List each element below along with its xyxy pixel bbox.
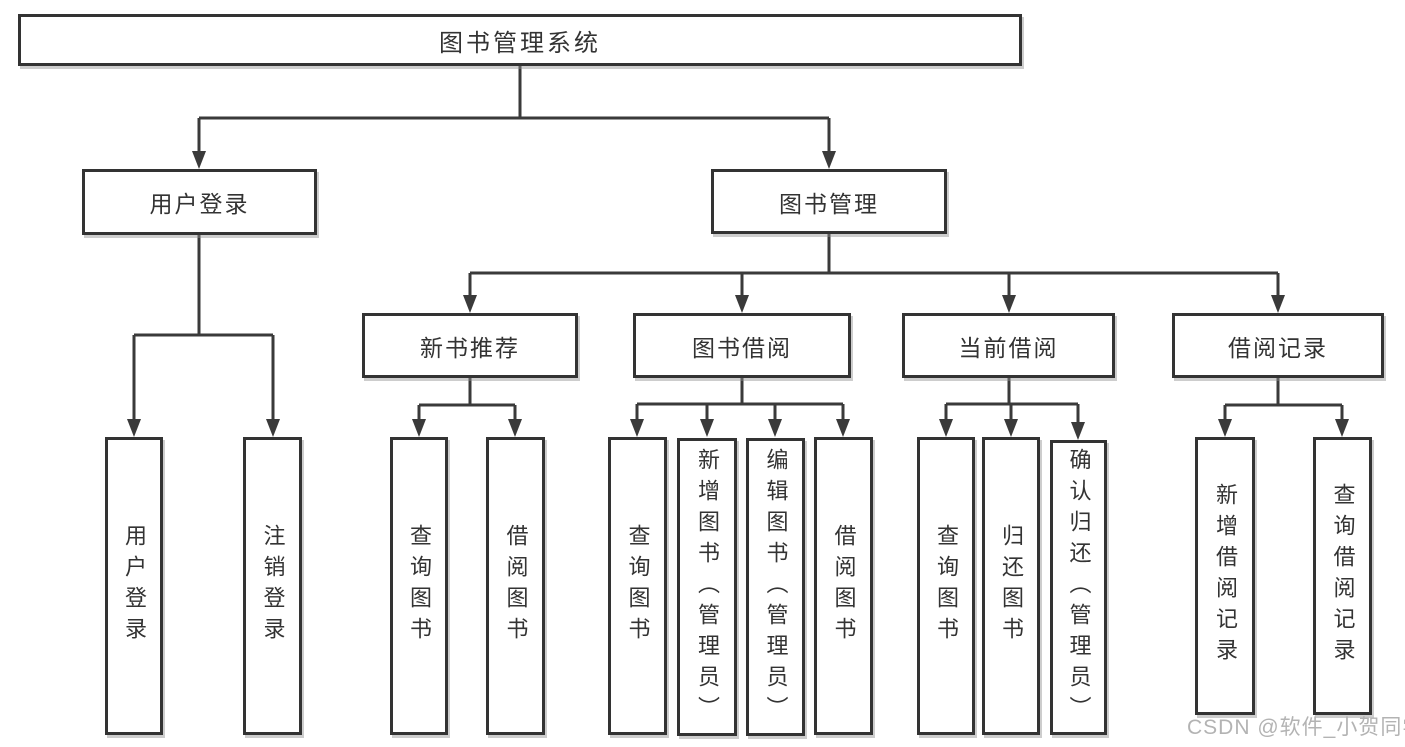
node-user-login: 用户登录: [82, 169, 317, 235]
arrow-down-icon: [768, 419, 782, 437]
arrow-down-icon: [1218, 419, 1232, 437]
leaf-label: 编辑图书（管理员）: [763, 447, 789, 727]
connector-user-login: [132, 235, 275, 421]
node-root: 图书管理系统: [18, 14, 1022, 66]
leaf-current-query-books: 查询图书: [917, 437, 975, 735]
node-book-management: 图书管理: [711, 169, 947, 234]
leaf-user-login: 用户登录: [105, 437, 163, 735]
leaf-current-confirm-return-admin: 确认归还（管理员）: [1050, 440, 1107, 735]
arrow-down-icon: [630, 419, 644, 437]
node-book-borrow: 图书借阅: [633, 313, 851, 378]
leaf-current-return-books: 归还图书: [982, 437, 1040, 735]
arrow-heads: [127, 151, 1349, 440]
arrow-down-icon: [1071, 422, 1085, 440]
leaf-label: 确认归还（管理员）: [1066, 448, 1092, 727]
node-current-borrow: 当前借阅: [902, 313, 1115, 378]
connector-new-book-recommend: [417, 378, 517, 421]
leaf-recommend-borrow-books: 借阅图书: [486, 437, 545, 735]
arrow-down-icon: [1002, 295, 1016, 313]
leaf-label: 查询图书: [625, 524, 651, 648]
leaf-label: 新增借阅记录: [1213, 483, 1238, 669]
leaf-label: 查询图书: [407, 524, 432, 648]
leaf-logout: 注销登录: [243, 437, 302, 735]
leaf-label: 借阅图书: [503, 524, 529, 648]
leaf-recommend-query-books: 查询图书: [390, 437, 448, 735]
arrow-down-icon: [1335, 419, 1349, 437]
arrow-down-icon: [192, 151, 206, 169]
watermark: CSDN @软件_小贺同学: [1187, 716, 1405, 739]
leaf-label: 新增图书（管理员）: [695, 447, 720, 727]
connector-root: [197, 66, 831, 153]
arrow-down-icon: [508, 419, 522, 437]
leaf-label: 查询借阅记录: [1330, 483, 1356, 669]
arrow-down-icon: [412, 419, 426, 437]
node-new-book-recommend: 新书推荐: [362, 313, 578, 378]
node-borrow-records: 借阅记录: [1172, 313, 1384, 378]
arrow-down-icon: [700, 419, 714, 437]
arrow-down-icon: [735, 295, 749, 313]
arrow-down-icon: [939, 419, 953, 437]
arrow-down-icon: [822, 151, 836, 169]
leaf-borrow-borrow-books: 借阅图书: [814, 437, 873, 735]
leaf-label: 查询图书: [934, 524, 959, 648]
arrow-down-icon: [127, 419, 141, 437]
leaf-borrow-edit-books-admin: 编辑图书（管理员）: [746, 438, 805, 736]
arrow-down-icon: [463, 295, 477, 313]
leaf-borrow-query-books: 查询图书: [608, 437, 667, 735]
connector-borrow-records: [1223, 378, 1344, 421]
arrow-down-icon: [836, 419, 850, 437]
connector-current-borrow: [944, 378, 1080, 423]
arrow-down-icon: [1271, 295, 1285, 313]
leaf-borrow-add-books-admin: 新增图书（管理员）: [677, 438, 737, 736]
leaf-label: 归还图书: [999, 524, 1024, 648]
arrow-down-icon: [1004, 419, 1018, 437]
leaf-records-query-record: 查询借阅记录: [1313, 437, 1372, 715]
leaf-label: 用户登录: [122, 524, 147, 648]
connector-book-management: [468, 234, 1280, 297]
connector-book-borrow: [635, 378, 845, 421]
leaf-label: 注销登录: [260, 524, 286, 648]
leaf-label: 借阅图书: [831, 524, 857, 648]
arrow-down-icon: [266, 419, 280, 437]
leaf-records-add-record: 新增借阅记录: [1195, 437, 1255, 715]
